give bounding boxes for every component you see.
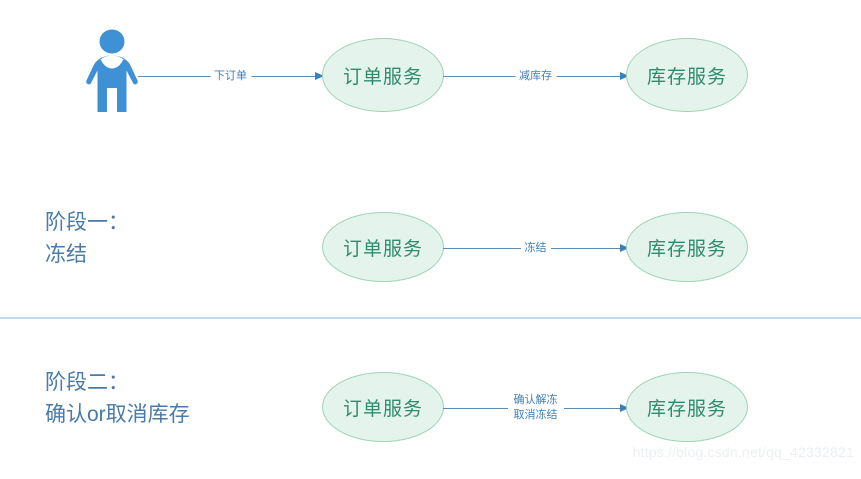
phase-two-caption: 阶段二： 确认or取消库存 [45,367,190,431]
phase-subtitle: 冻结 [45,243,87,266]
phase-subtitle: 确认or取消库存 [45,403,190,426]
phase-title: 阶段一： [45,211,129,234]
node-label: 库存服务 [646,238,727,260]
node-label: 库存服务 [646,398,727,420]
edge-user-to-order: 下订单 [138,68,324,84]
node-label: 库存服务 [646,66,727,88]
node-label: 订单服务 [342,398,423,420]
person-icon [82,28,142,113]
watermark: https://blog.csdn.net/qq_42332821 [632,444,854,460]
phase-one-caption: 阶段一： 冻结 [45,207,129,271]
node-order-service[interactable]: 订单服务 [322,38,444,112]
node-label: 订单服务 [342,238,423,260]
edge-label: 冻结 [520,241,551,255]
arrowhead-icon [315,71,324,80]
node-stock-service[interactable]: 库存服务 [626,38,748,112]
arrowhead-icon [620,243,629,252]
edge-label: 确认解冻 取消冻结 [507,393,564,423]
edge-label: 下订单 [210,69,251,83]
node-order-service[interactable]: 订单服务 [322,212,444,282]
edge-label: 减库存 [515,69,556,83]
node-stock-service[interactable]: 库存服务 [626,372,748,442]
node-stock-service[interactable]: 库存服务 [626,212,748,282]
arrowhead-icon [620,71,629,80]
edge-label-line-2: 取消冻结 [513,409,558,421]
phase-title: 阶段二： [45,371,129,394]
edge-order-to-stock-freeze: 冻结 [443,240,629,256]
edge-order-to-stock: 减库存 [443,68,629,84]
node-order-service[interactable]: 订单服务 [322,372,444,442]
edge-order-to-stock-confirm: 确认解冻 取消冻结 [443,393,629,423]
edge-label-line-1: 确认解冻 [513,394,558,406]
arrowhead-icon [620,403,629,412]
node-label: 订单服务 [342,66,423,88]
section-divider [0,317,861,319]
